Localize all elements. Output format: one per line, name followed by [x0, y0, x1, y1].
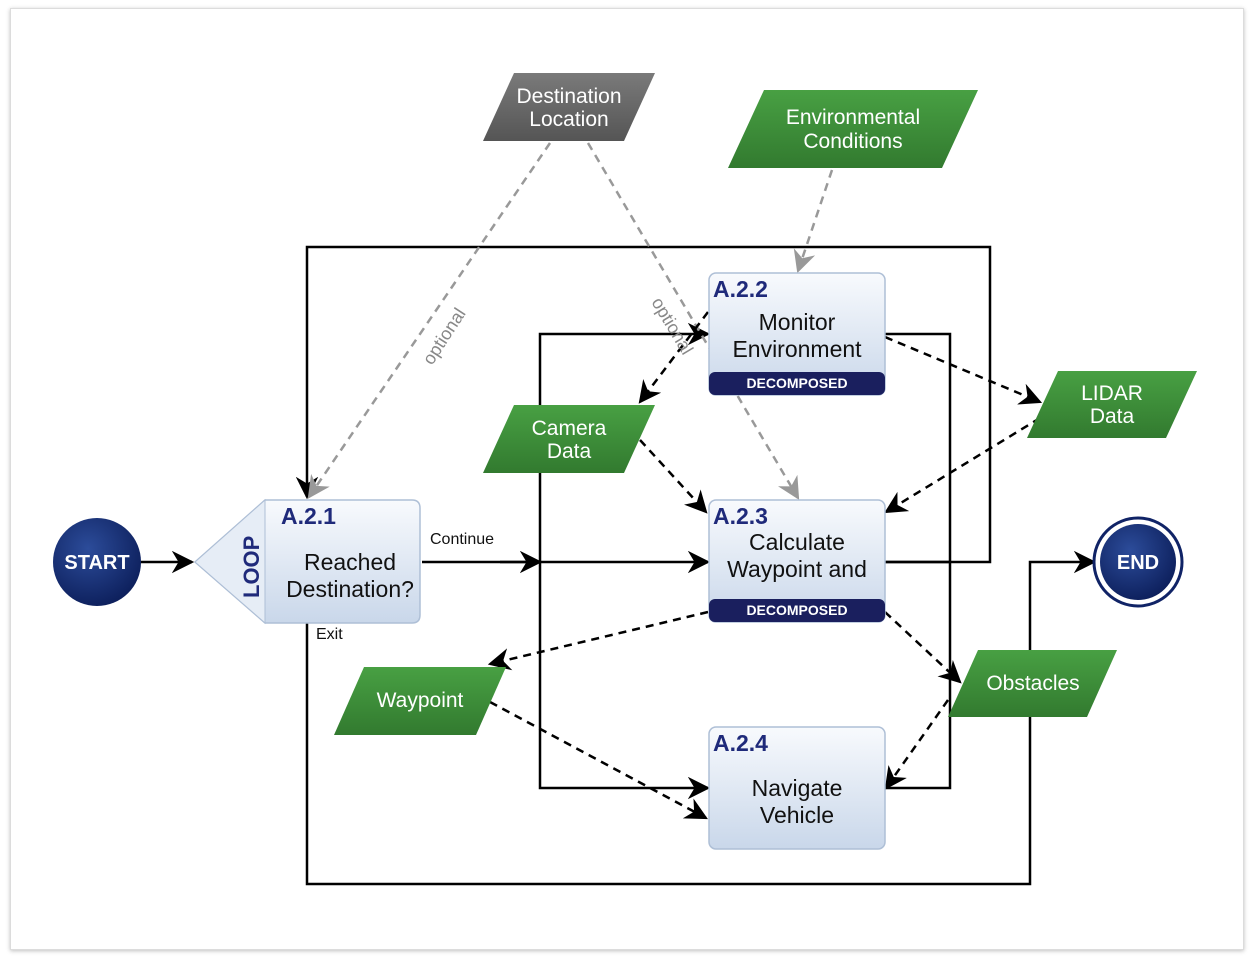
- a223-id: A.2.3: [713, 503, 768, 529]
- env-to-a222-line: [793, 169, 834, 274]
- camera-data-line2: Data: [547, 440, 592, 463]
- a223-to-waypoint-line: [487, 610, 709, 671]
- lidar-data-line2: Data: [1090, 405, 1135, 428]
- lidar-data-node[interactable]: LIDAR Data: [1027, 371, 1197, 438]
- a221-id: A.2.1: [281, 503, 336, 529]
- obstacles-node[interactable]: Obstacles: [948, 650, 1117, 717]
- diagram-frame: [10, 8, 1244, 950]
- camera-data-line1: Camera: [532, 417, 607, 440]
- start-terminal[interactable]: START: [53, 518, 141, 606]
- environmental-conditions-node[interactable]: Environmental Conditions: [728, 90, 978, 168]
- split-to-a224-line: [538, 562, 711, 800]
- process-a221[interactable]: LOOP A.2.1 Reached Destination?: [193, 498, 421, 625]
- exit-label: Exit: [316, 626, 343, 643]
- exit-line: [305, 550, 1097, 886]
- process-a224[interactable]: A.2.4 Navigate Vehicle: [708, 726, 886, 850]
- a222-to-lidar-line: [884, 335, 1043, 405]
- dest-to-a223-optional-line: [586, 142, 800, 500]
- destination-location-line1: Destination: [516, 85, 621, 108]
- a222-to-camera-line: [638, 311, 709, 404]
- obstacles-to-a224-line: [884, 699, 950, 790]
- destination-location-node[interactable]: Destination Location: [483, 73, 655, 141]
- dest-to-a221-optional-line: [307, 142, 552, 499]
- end-label: END: [1117, 552, 1159, 574]
- process-a222[interactable]: A.2.2 Monitor Environment DECOMPOSED: [708, 272, 886, 396]
- lidar-data-line1: LIDAR: [1081, 382, 1143, 405]
- obstacles-label: Obstacles: [986, 672, 1079, 695]
- a222-title-line1: Monitor: [759, 309, 836, 335]
- a222-decomposed-badge: DECOMPOSED: [746, 375, 847, 391]
- a223-title-line1: Calculate: [749, 529, 845, 555]
- environmental-conditions-line2: Conditions: [803, 130, 902, 153]
- waypoint-label: Waypoint: [377, 689, 464, 712]
- end-terminal[interactable]: END: [1092, 516, 1184, 608]
- optional-left-label: optional: [419, 304, 470, 368]
- environmental-conditions-line1: Environmental: [786, 106, 920, 129]
- optional-right-label: optional: [648, 294, 698, 358]
- a224-title-line2: Vehicle: [760, 802, 834, 828]
- a224-title-line1: Navigate: [752, 775, 843, 801]
- loop-label: LOOP: [239, 536, 264, 598]
- a223-title-line2: Waypoint and: [727, 556, 867, 582]
- destination-location-line2: Location: [529, 108, 608, 131]
- a222-id: A.2.2: [713, 276, 768, 302]
- waypoint-node[interactable]: Waypoint: [334, 667, 506, 735]
- waypoint-to-a224-line: [489, 700, 708, 820]
- a222-title-line2: Environment: [732, 336, 862, 362]
- lidar-to-a223-line: [884, 416, 1041, 514]
- split-to-a222-line: [538, 322, 711, 562]
- a223-to-obstacles-line: [884, 611, 962, 684]
- continue-label: Continue: [430, 531, 494, 548]
- a221-title-line2: Destination?: [286, 576, 414, 602]
- a221-title-line1: Reached: [304, 549, 396, 575]
- camera-to-a223-line: [639, 439, 708, 514]
- loop-return-line: [295, 245, 992, 564]
- process-a223[interactable]: A.2.3 Calculate Waypoint and DECOMPOSED: [708, 499, 886, 623]
- start-label: START: [64, 552, 129, 574]
- camera-data-node[interactable]: Camera Data: [483, 405, 655, 473]
- a223-decomposed-badge: DECOMPOSED: [746, 602, 847, 618]
- a224-id: A.2.4: [713, 730, 768, 756]
